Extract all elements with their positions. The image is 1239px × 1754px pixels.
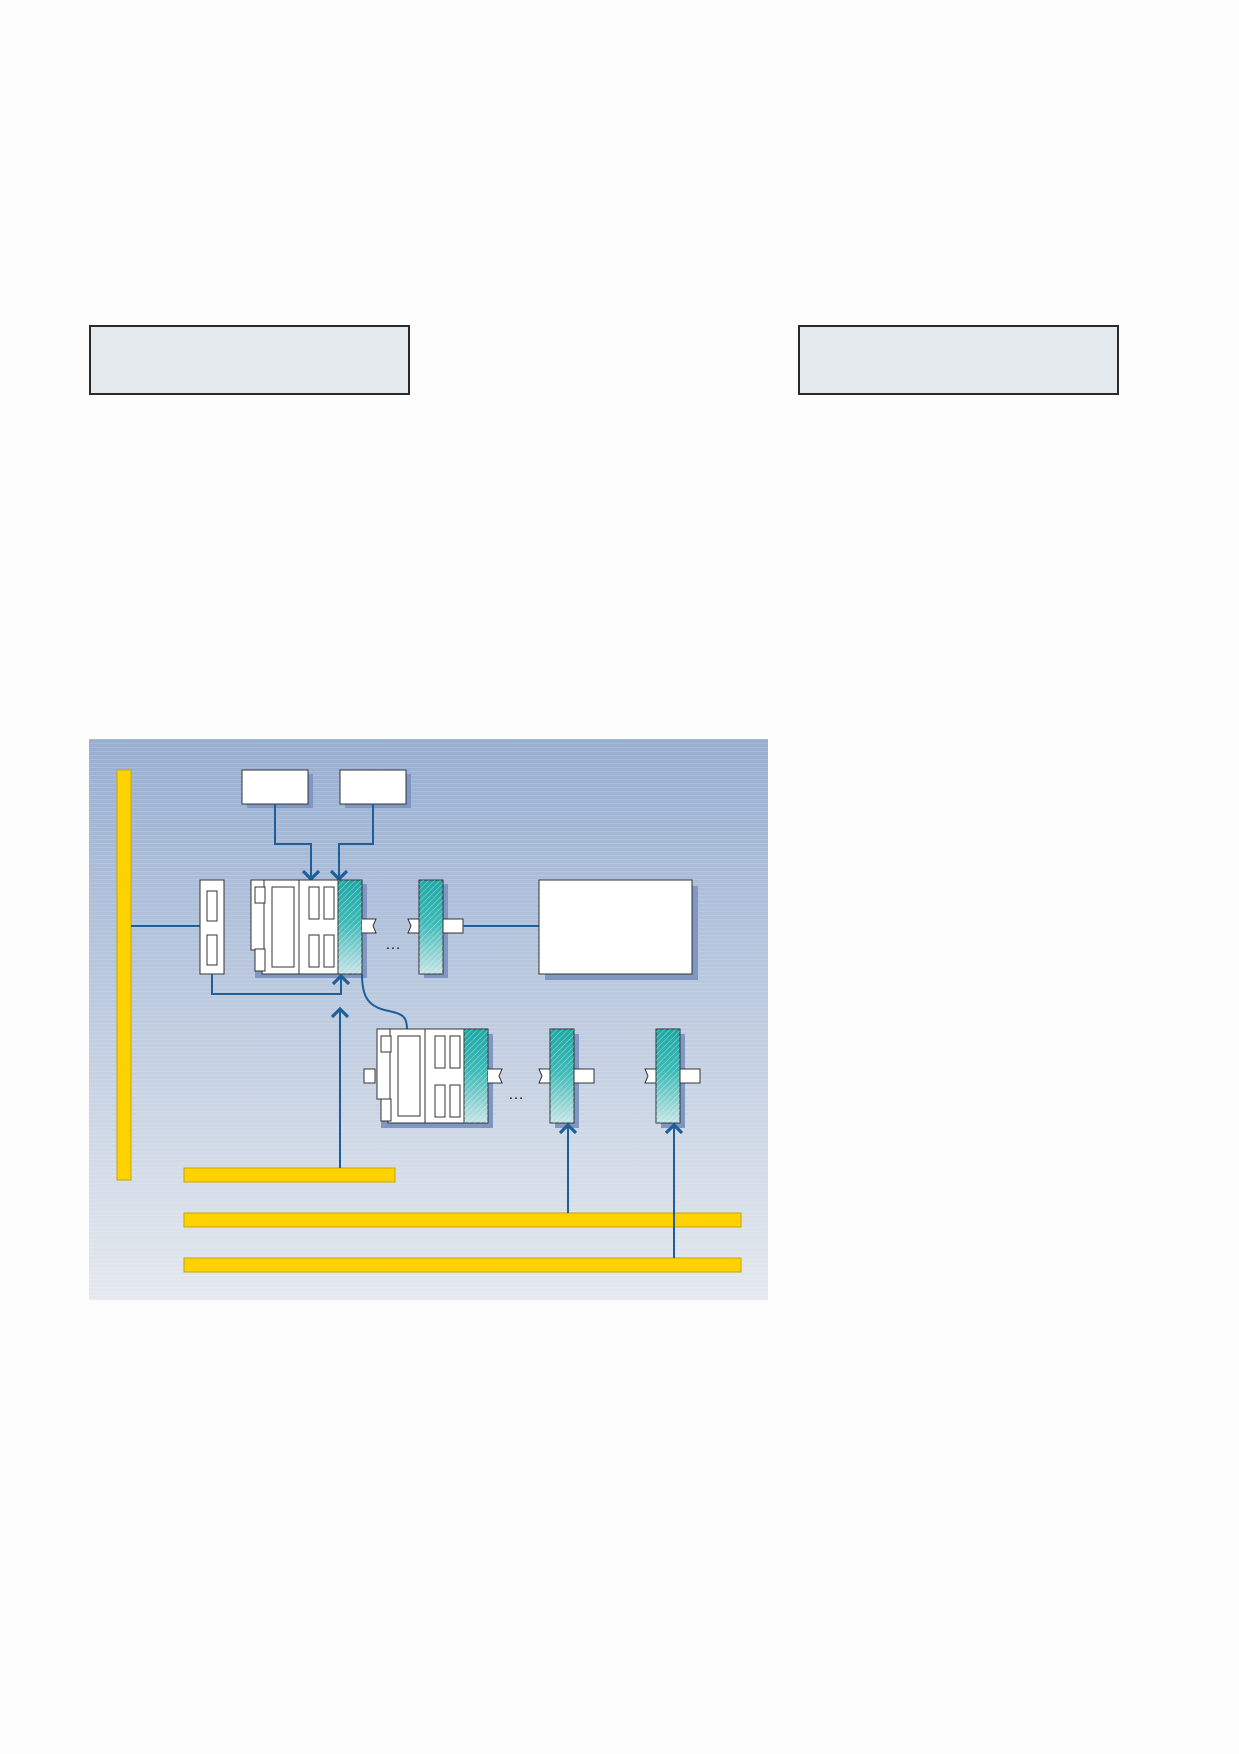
left-caption-box bbox=[89, 325, 410, 395]
controller-comm-module bbox=[337, 879, 377, 978]
ellipsis-upper: … bbox=[385, 936, 401, 953]
host-device bbox=[538, 879, 698, 980]
connector-top-2 bbox=[329, 804, 374, 882]
upper-io-module bbox=[407, 879, 464, 978]
horizontal-bus-3 bbox=[183, 1257, 742, 1273]
lower-io-module-2 bbox=[644, 1028, 701, 1128]
horizontal-bus-2 bbox=[183, 1212, 742, 1228]
lower-comm-module bbox=[463, 1028, 503, 1128]
diagram-canvas: … bbox=[89, 739, 768, 1300]
top-device-2 bbox=[339, 769, 411, 808]
vertical-bus bbox=[116, 769, 132, 1181]
top-device-1 bbox=[241, 769, 313, 808]
ellipsis-lower: … bbox=[508, 1086, 524, 1103]
system-architecture-diagram: … bbox=[89, 739, 768, 1300]
interface-module bbox=[199, 879, 225, 975]
lower-io-module-1 bbox=[538, 1028, 595, 1128]
connector-top-1 bbox=[274, 804, 321, 882]
right-caption-box bbox=[798, 325, 1119, 395]
cable-upper-to-lower bbox=[361, 973, 408, 1030]
horizontal-bus-1 bbox=[183, 1167, 396, 1183]
connector-interface-to-controller bbox=[211, 973, 351, 995]
